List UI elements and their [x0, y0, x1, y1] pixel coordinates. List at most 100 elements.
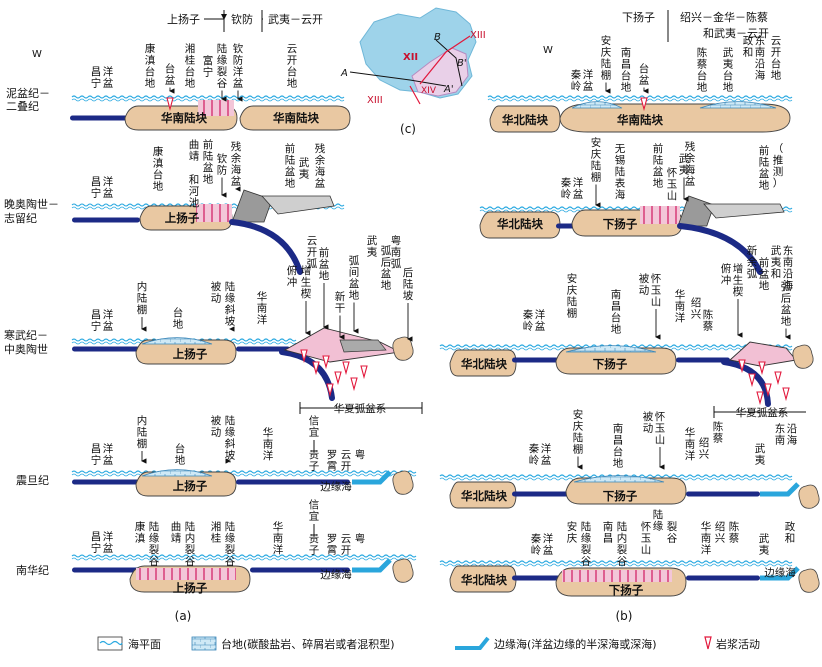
a4-l-yunkai: 云开: [341, 449, 352, 473]
b2-l-wuyi: 武夷: [679, 152, 690, 177]
a2-l-changning-2: 洋盆: [103, 175, 114, 200]
west-right: W: [543, 45, 553, 56]
b1-block-hn: 华南陆块: [617, 113, 663, 127]
b3-platform: [565, 345, 657, 353]
a2-l-kangdian: 康滇台地: [153, 145, 164, 193]
b5-l-nanchang-1: 南昌: [603, 520, 614, 545]
b4-platform: [573, 475, 665, 483]
a1-rift: [198, 100, 234, 116]
a4-slab-w: [72, 479, 150, 485]
map-label-xiii-b: XIII: [367, 95, 383, 106]
b1-platform-1: [571, 101, 623, 109]
b3-magma-0: [738, 359, 746, 374]
caption-a: (a): [175, 609, 192, 623]
a3-l-yuenan-1: 粤南弧: [391, 234, 402, 270]
a5-l-qujing-1: 曲靖: [171, 521, 182, 545]
period-3b: 中奥陶世: [4, 342, 48, 356]
a4-block: 上扬子: [173, 479, 208, 493]
a1-l-qinfang: 钦防洋盆: [233, 43, 244, 90]
b3-l-qinling-2: 洋盆: [535, 308, 546, 333]
a4-l-xinyi: 信宜: [309, 415, 320, 439]
a4-l-passive-1: 被动: [211, 414, 222, 439]
b4-l-passive-1: 被动: [643, 410, 654, 435]
a3-l-changning-1: 昌宁: [91, 309, 102, 333]
b4-l-anqing: 安庆陆棚: [573, 408, 584, 456]
a5-l-kangdian-2: 陆缘裂谷: [149, 520, 160, 568]
a2-l-relic-1: 残余海盆: [231, 140, 242, 188]
b4-l-chencai: 陈蔡: [713, 420, 724, 445]
b2-fold: [640, 206, 680, 224]
a3-l-south-ocean: 华南洋: [257, 290, 268, 326]
period-labels: 泥盆纪－ 二叠纪 晚奥陶世－ 志留纪 寒武纪－ 中奥陶世 震旦纪 南华纪 W W: [4, 45, 553, 577]
a3-l-platform: 台地: [173, 306, 184, 331]
a1-l-taipen: 台盆: [165, 62, 176, 87]
a2-l-foreland-2: 前陆盆地: [285, 142, 296, 190]
b2-subduction: [677, 223, 763, 275]
header-left-2: 钦防: [231, 12, 253, 26]
a2-l-qinfang: 钦防: [217, 153, 228, 177]
b3-l-wedge-1: 俯冲: [721, 262, 732, 287]
a2-melange: [231, 189, 273, 223]
a5-l-xinyi: 信宜: [309, 499, 320, 523]
a1-l-changning-2: 洋盆: [103, 65, 114, 90]
b3-l-shaoxing: 绍兴: [691, 296, 702, 321]
a3-arc-system: 华夏弧盆系: [334, 402, 387, 415]
b1-l-zhenghe-1: 政和: [743, 34, 754, 59]
b1-l-anqing: 安庆陆棚: [601, 34, 612, 82]
b3-crust-yz: [555, 347, 677, 375]
a3-l-changning-2: 洋盆: [103, 308, 114, 333]
legend: 海平面 台地(碳酸盐岩、碎屑岩或者混积型) 边缘海(洋盆边缘的半深海或深海) 岩…: [97, 636, 760, 651]
b5-sea-b: [439, 563, 793, 567]
b2-block-yz: 下扬子: [603, 217, 638, 231]
a3-l-yunkai-2: 前盆地: [319, 246, 330, 282]
a2-block: 上扬子: [165, 211, 200, 225]
b3-crust-hb: [449, 349, 517, 377]
a3-block: 上扬子: [173, 347, 208, 361]
map-label-a: A: [340, 68, 348, 79]
west-left: W: [32, 49, 42, 60]
b3-l-passive-1: 被动: [639, 272, 650, 297]
b2-melange-2: [703, 203, 785, 219]
a5-slab-w: [72, 567, 150, 573]
a5-l-guizi: 贵子: [309, 532, 320, 557]
b4-blob: [798, 484, 820, 509]
b3-l-qinling-1: 秦岭: [523, 308, 534, 333]
b3-l-chencai: 陈蔡: [703, 308, 714, 333]
a3-l-passive-1: 被动: [211, 280, 222, 305]
b1-sea-b: [487, 98, 793, 102]
a4-l-changning-1: 昌宁: [91, 443, 102, 467]
a4-l-platform: 台地: [175, 442, 186, 467]
header-left-1: 上扬子: [167, 12, 200, 26]
b4-l-shaoxing: 绍兴: [699, 436, 710, 461]
b2-l-huaiyu: 怀玉山: [667, 167, 678, 202]
a4-platform: [141, 469, 213, 477]
b5-l-chencai: 陈蔡: [729, 520, 740, 545]
a3-l-wedge-2: 增生楔: [301, 264, 312, 300]
a3-magma-7: [326, 383, 334, 398]
a3-l-interarc: 弧间盆地: [349, 254, 360, 302]
b3-slab-w: [512, 357, 560, 363]
b3-l-backarc: 弧后盆地: [781, 280, 792, 328]
b1-l-chencai: 陈蔡台地: [697, 46, 708, 94]
a5-l-yue: 粤: [355, 532, 366, 545]
period-2a: 晚奥陶世－: [4, 197, 59, 211]
a4-blob: [392, 470, 414, 495]
b3-block-yz: 下扬子: [593, 357, 628, 371]
b4-l-south-ocean: 华南洋: [685, 426, 696, 462]
b1-magma: [640, 97, 648, 112]
b1-l-qinling-1: 秦岭: [571, 68, 582, 93]
b4-l-huaiyu: 怀玉山: [655, 411, 666, 446]
a4-l-inner-shelf: 内陆棚: [137, 414, 148, 450]
b4-l-wuyi: 武夷: [755, 442, 766, 467]
a3-arc-basin: [339, 339, 387, 353]
b5-l-zhenghe: 政和: [785, 520, 796, 545]
b2-slab: [556, 223, 576, 229]
b3-magma-5: [782, 387, 790, 402]
b5-l-wuyi: 武夷: [759, 532, 770, 557]
b1-crust-hn: [559, 103, 791, 133]
a4-l-changning-2: 洋盆: [103, 442, 114, 467]
b4-l-qinling-2: 洋盆: [541, 442, 552, 467]
b3-magma-2: [758, 361, 766, 376]
a5-l-luoxiao: 罗霄: [327, 533, 338, 557]
